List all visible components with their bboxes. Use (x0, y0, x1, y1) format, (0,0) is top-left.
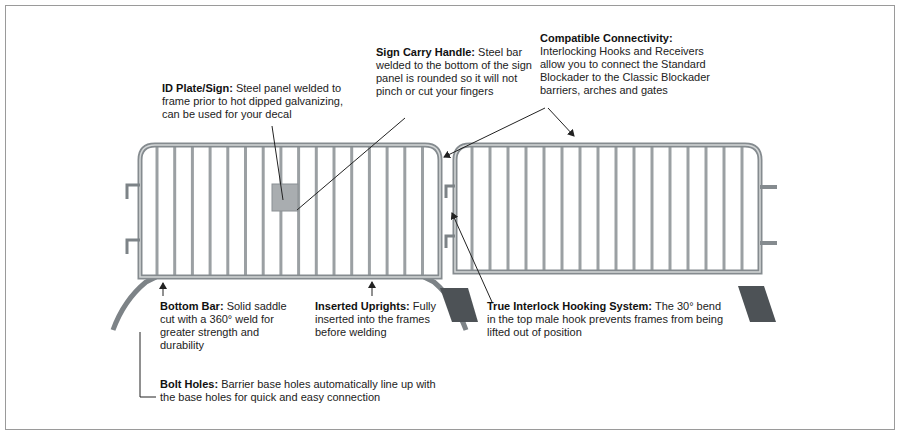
upright-bar (209, 147, 212, 275)
callout-heading: Sign Carry Handle: (376, 46, 475, 58)
upright-bar (597, 147, 600, 270)
leader-arrow (548, 108, 574, 136)
barrier-frame (140, 145, 440, 277)
callout-text: Compatible Connectivity:Interlocking Hoo… (540, 32, 725, 97)
callout-text: True Interlock Hooking System: The 30° b… (487, 300, 732, 339)
upright-bar (403, 147, 406, 275)
upright-bar (615, 147, 618, 270)
callout-text: Sign Carry Handle: Steel bar welded to t… (376, 46, 534, 98)
upright-bar (386, 147, 389, 275)
callout-heading: Inserted Uprights: (315, 300, 410, 312)
callout-text: Inserted Uprights: Fully inserted into t… (315, 300, 450, 339)
upright-bar (561, 147, 564, 270)
upright-bar (579, 147, 582, 270)
callout-text: Bolt Holes: Barrier base holes automatic… (160, 378, 450, 404)
callout-body: Interlocking Hooks and Receivers allow y… (540, 45, 710, 96)
upright-bar (705, 147, 708, 270)
leader-line (272, 126, 283, 200)
receiver (760, 187, 777, 243)
frame-shine (140, 145, 440, 277)
upright-bar (723, 147, 726, 270)
leader-line (297, 118, 405, 210)
upright-bar (315, 147, 318, 275)
upright-bar (525, 147, 528, 270)
callout-text: Bottom Bar: Solid saddle cut with a 360°… (160, 300, 295, 352)
leader-arrow (452, 213, 492, 302)
upright-bar (741, 147, 744, 270)
upright-bar (262, 147, 265, 275)
callout-heading: Bottom Bar: (160, 300, 224, 312)
leader-arrow (372, 282, 373, 296)
upright-bar (507, 147, 510, 270)
leader-bracket (140, 332, 156, 397)
callout-heading: Bolt Holes: (160, 378, 218, 390)
upright-bar (633, 147, 636, 270)
upright-bar (687, 147, 690, 270)
barrier-frame (455, 145, 760, 272)
upright-bar (669, 147, 672, 270)
upright-bar (226, 147, 229, 275)
upright-bar (489, 147, 492, 270)
upright-bar (191, 147, 194, 275)
upright-bar (350, 147, 353, 275)
curved-foot (113, 277, 156, 330)
upright-bar (333, 147, 336, 275)
outer-frame (6, 6, 895, 430)
callout-heading: ID Plate/Sign: (162, 82, 233, 94)
flat-foot (738, 286, 776, 322)
leader-arrow (163, 283, 164, 296)
upright-bar (651, 147, 654, 270)
upright-bar (543, 147, 546, 270)
frame-shine (455, 145, 760, 272)
upright-bar (244, 147, 247, 275)
flat-foot (440, 288, 478, 322)
callout-heading: Compatible Connectivity: (540, 32, 725, 45)
callout-text: ID Plate/Sign: Steel panel welded to fra… (162, 82, 360, 121)
upright-bar (173, 147, 176, 275)
callout-heading: True Interlock Hooking System: (487, 300, 652, 312)
upright-bar (368, 147, 371, 275)
id-plate (272, 184, 298, 211)
upright-bar (156, 147, 159, 275)
hook (127, 185, 140, 254)
upright-bar (471, 147, 474, 270)
upright-bar (421, 147, 424, 275)
leader-arrow (444, 108, 545, 157)
